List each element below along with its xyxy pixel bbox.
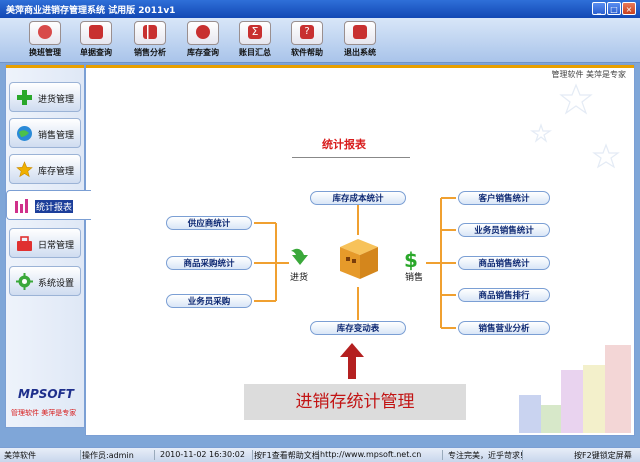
sidebar-accent-bar <box>6 65 84 68</box>
toolbar-documents-label: 单据查询 <box>80 48 112 57</box>
node-customer-sales[interactable]: 客户销售统计 <box>458 191 550 205</box>
maximize-button[interactable]: □ <box>607 2 621 15</box>
toolbar-accounts-label: 账目汇总 <box>239 48 271 57</box>
boxes-icon <box>187 21 219 45</box>
sidebar: 进货管理 销售管理 库存管理 统计报表 日常管理 系统设置 MPSOFT 管理软… <box>5 64 91 428</box>
page-title: 统计报表 <box>322 138 366 151</box>
status-help-hint: 按F1查看帮助文档 <box>254 450 320 460</box>
bars-icon <box>15 199 28 213</box>
dollar-icon: $ <box>404 248 418 272</box>
node-sales-analysis[interactable]: 销售营业分析 <box>458 321 550 335</box>
node-purchase-stats[interactable]: 商品采购统计 <box>166 256 252 270</box>
title-bar: 美萍商业进销存管理系统 试用版 2011v1 _ □ × <box>0 0 640 18</box>
sidebar-item-reports[interactable]: 统计报表 <box>6 190 91 220</box>
background-decoration <box>519 83 631 433</box>
help-icon: ? <box>291 21 323 45</box>
sidebar-item-label: 统计报表 <box>35 200 74 213</box>
in-arrow-icon <box>291 248 308 265</box>
node-salesman-purchase[interactable]: 业务员采购 <box>166 294 252 308</box>
toolbar-sales-analysis-label: 销售分析 <box>134 48 166 57</box>
status-app-name: 美萍软件 <box>4 450 81 460</box>
mpsoft-logo: MPSOFT <box>18 387 74 401</box>
node-inventory-cost[interactable]: 库存成本统计 <box>310 191 406 205</box>
window-title: 美萍商业进销存管理系统 试用版 2011v1 <box>6 6 176 16</box>
main-accent-bar <box>86 65 634 68</box>
sales-flow-label: 销售 <box>405 273 424 283</box>
sidebar-item-label: 系统设置 <box>38 279 75 289</box>
corner-tagline: 管理软件 美萍是专家 <box>551 70 626 79</box>
document-search-icon <box>80 21 112 45</box>
sidebar-slogan: 管理软件 美萍是专家 <box>11 409 77 417</box>
status-motto: 专注完美，近乎苛求! <box>448 450 524 460</box>
title-underline <box>292 157 410 158</box>
status-datetime: 2010-11-02 16:30:02 <box>160 450 253 460</box>
toolbar-inventory-button[interactable]: 库存查询 <box>180 21 226 59</box>
main-panel: 管理软件 美萍是专家 统计报表 <box>85 64 635 436</box>
sidebar-item-inventory[interactable]: 库存管理 <box>9 154 81 184</box>
toolbar-help-label: 软件帮助 <box>291 48 323 57</box>
toolbar-documents-button[interactable]: 单据查询 <box>73 21 119 59</box>
close-button[interactable]: × <box>622 2 636 15</box>
sidebar-item-label: 进货管理 <box>38 95 75 105</box>
gear-icon <box>16 273 33 290</box>
node-salesman-sales[interactable]: 业务员销售统计 <box>458 223 550 237</box>
toolbar-shift-label: 换班管理 <box>29 48 61 57</box>
sum-icon: Σ <box>239 21 271 45</box>
plus-icon <box>17 90 32 105</box>
exit-icon <box>344 21 376 45</box>
sidebar-item-daily[interactable]: 日常管理 <box>9 228 81 258</box>
toolbar-sales-analysis-button[interactable]: 销售分析 <box>127 21 173 59</box>
status-operator: 操作员:admin <box>82 450 155 460</box>
sidebar-item-settings[interactable]: 系统设置 <box>9 266 81 296</box>
toolbar-inventory-label: 库存查询 <box>187 48 219 57</box>
node-product-ranking[interactable]: 商品销售排行 <box>458 288 550 302</box>
toolbar-accounts-button[interactable]: Σ 账目汇总 <box>232 21 278 59</box>
node-supplier-stats[interactable]: 供应商统计 <box>166 216 252 230</box>
toolbar-help-button[interactable]: ? 软件帮助 <box>284 21 330 59</box>
chart-icon <box>134 21 166 45</box>
tools-icon <box>17 236 32 251</box>
purchase-flow-label: 进货 <box>290 273 309 283</box>
up-arrow-icon <box>340 343 364 379</box>
star-icon <box>16 161 33 178</box>
sidebar-item-label: 日常管理 <box>38 241 75 251</box>
sidebar-item-label: 库存管理 <box>38 167 75 177</box>
people-icon <box>29 21 61 45</box>
toolbar: 换班管理 单据查询 销售分析 库存查询 Σ 账目汇总 ? 软件帮助 退出系统 <box>0 18 640 63</box>
sidebar-item-purchase[interactable]: 进货管理 <box>9 82 81 112</box>
status-bar: 美萍软件 操作员:admin 2010-11-02 16:30:02 按F1查看… <box>0 447 640 462</box>
status-url: http://www.mpsoft.net.cn <box>320 450 443 460</box>
toolbar-exit-label: 退出系统 <box>344 48 376 57</box>
toolbar-shift-button[interactable]: 换班管理 <box>22 21 68 59</box>
minimize-button[interactable]: _ <box>592 2 606 15</box>
toolbar-exit-button[interactable]: 退出系统 <box>337 21 383 59</box>
globe-icon <box>17 126 32 141</box>
sidebar-item-sales[interactable]: 销售管理 <box>9 118 81 148</box>
flow-connectors: $ <box>254 197 456 379</box>
node-inventory-changes[interactable]: 库存变动表 <box>310 321 406 335</box>
warehouse-box-icon <box>340 239 378 279</box>
module-banner: 进销存统计管理 <box>244 384 466 420</box>
status-lock-hint: 按F2键锁定屏幕 <box>574 451 632 460</box>
sidebar-item-label: 销售管理 <box>38 131 75 141</box>
node-product-sales[interactable]: 商品销售统计 <box>458 256 550 270</box>
